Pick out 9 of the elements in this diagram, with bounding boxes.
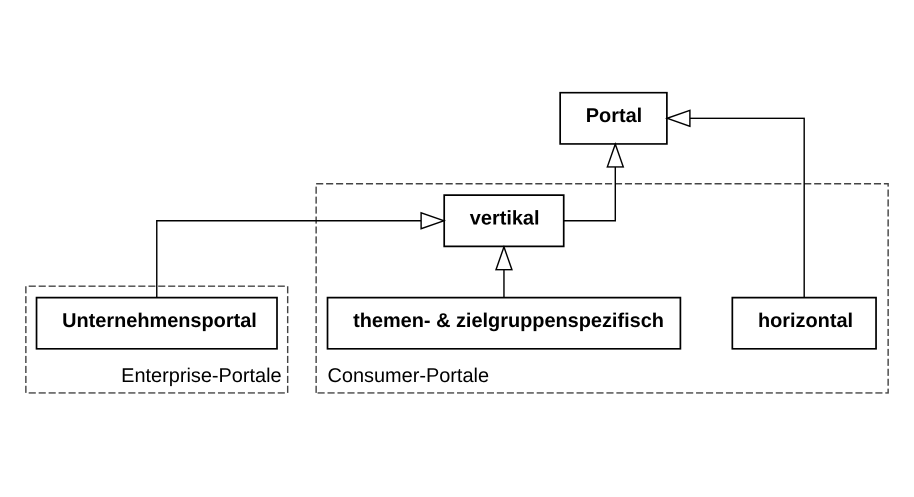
node-box: horizontal xyxy=(731,296,877,350)
node-box: vertikal xyxy=(443,194,565,248)
node-box: Unternehmensportal xyxy=(36,296,278,350)
node-box: Portal xyxy=(559,92,668,145)
arrow xyxy=(564,142,624,222)
arrow xyxy=(156,212,446,298)
arrow xyxy=(664,109,805,298)
arrow xyxy=(494,244,513,298)
node-box: themen- & zielgruppenspezifisch xyxy=(326,296,682,350)
